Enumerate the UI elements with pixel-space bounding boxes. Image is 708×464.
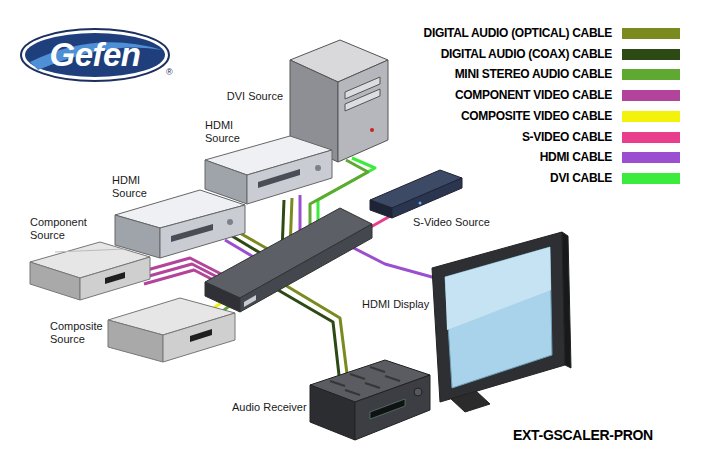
device-label: HDMI Source <box>112 174 157 200</box>
vent <box>350 374 365 379</box>
registered-mark: ® <box>166 67 173 77</box>
device-label: Component Source <box>30 216 92 242</box>
legend-text: MINI STEREO AUDIO CABLE <box>455 67 612 81</box>
device-label: Composite Source <box>50 320 108 346</box>
receiver-side <box>310 385 355 440</box>
device-name: Component Source <box>30 216 92 242</box>
tower-front <box>338 60 388 162</box>
legend-swatch <box>622 173 680 184</box>
scaler-front <box>240 224 372 312</box>
box-led <box>419 202 422 205</box>
s-video-source-box <box>370 170 462 218</box>
device-name: HDMI Source <box>205 119 250 145</box>
legend-text: DIGITAL AUDIO (COAX) CABLE <box>441 47 612 61</box>
device-name: Composite Source <box>50 320 108 346</box>
legend-text: COMPONENT VIDEO CABLE <box>455 88 612 102</box>
device-name: S-Video Source <box>413 216 490 229</box>
legend-swatch <box>622 90 680 101</box>
brand-logo: Gefen <box>21 35 169 75</box>
hdmi-source-box <box>205 136 332 204</box>
box-display <box>190 329 212 342</box>
legend-swatch <box>622 69 680 80</box>
scaler-unit <box>205 208 372 312</box>
legend-text: COMPOSITE VIDEO CABLE <box>461 109 612 123</box>
legend-text: S-VIDEO CABLE <box>522 130 612 144</box>
display-glare <box>445 247 551 330</box>
model-number: EXT-GSCALER-PRON <box>513 427 653 444</box>
device-label: S-Video Source <box>413 216 490 229</box>
box-side <box>370 200 392 218</box>
scaler-badge <box>244 295 256 307</box>
box-front <box>160 205 245 258</box>
receiver-vents <box>330 367 400 395</box>
tower-led <box>370 128 374 132</box>
box-front <box>163 313 235 362</box>
device-label: DVI Source <box>227 90 283 103</box>
device-name: DVI Source <box>227 90 283 103</box>
box-display <box>171 224 213 242</box>
display-screen <box>445 247 552 388</box>
device-name: HDMI Source <box>112 174 157 200</box>
box-knob <box>315 165 321 171</box>
device-name: Audio Receiver <box>232 401 307 414</box>
audio-receiver <box>310 360 430 440</box>
box-seam <box>55 249 125 252</box>
device-label: HDMI Source <box>205 119 250 145</box>
composite-source-box <box>108 298 235 362</box>
hdmi-source-box <box>115 190 245 258</box>
coax-cable <box>278 290 340 384</box>
vent <box>365 383 380 388</box>
tower-bay <box>345 89 380 111</box>
box-knob <box>227 219 233 225</box>
device-label: HDMI Display <box>362 298 429 311</box>
legend-swatch <box>622 28 680 39</box>
box-display <box>105 272 125 284</box>
display-edge <box>562 232 571 368</box>
box-front <box>247 150 332 204</box>
receiver-knob <box>414 388 422 396</box>
vent <box>385 376 400 381</box>
box-front <box>80 257 150 300</box>
receiver-front <box>355 375 430 440</box>
device-name: HDMI Display <box>362 298 429 311</box>
legend-text: DVI CABLE <box>550 171 612 185</box>
vent <box>345 390 360 395</box>
legend-text: HDMI CABLE <box>540 150 612 164</box>
box-side <box>108 320 163 362</box>
box-display <box>258 169 300 188</box>
legend-swatch <box>622 152 680 163</box>
logo-ring <box>21 29 169 81</box>
legend-swatch <box>622 111 680 122</box>
box-front <box>392 178 462 218</box>
vent <box>330 381 345 386</box>
legend-text: DIGITAL AUDIO (OPTICAL) CABLE <box>424 26 612 40</box>
scaler-side <box>205 282 240 312</box>
device-label: Audio Receiver <box>232 401 307 414</box>
receiver-display <box>370 399 405 419</box>
hdmi-display <box>432 232 571 412</box>
component-source-box <box>30 242 150 300</box>
display-frame <box>432 232 565 402</box>
box-side <box>30 262 80 300</box>
legend-swatch <box>622 49 680 60</box>
vent <box>370 367 385 372</box>
legend-swatch <box>622 132 680 143</box>
